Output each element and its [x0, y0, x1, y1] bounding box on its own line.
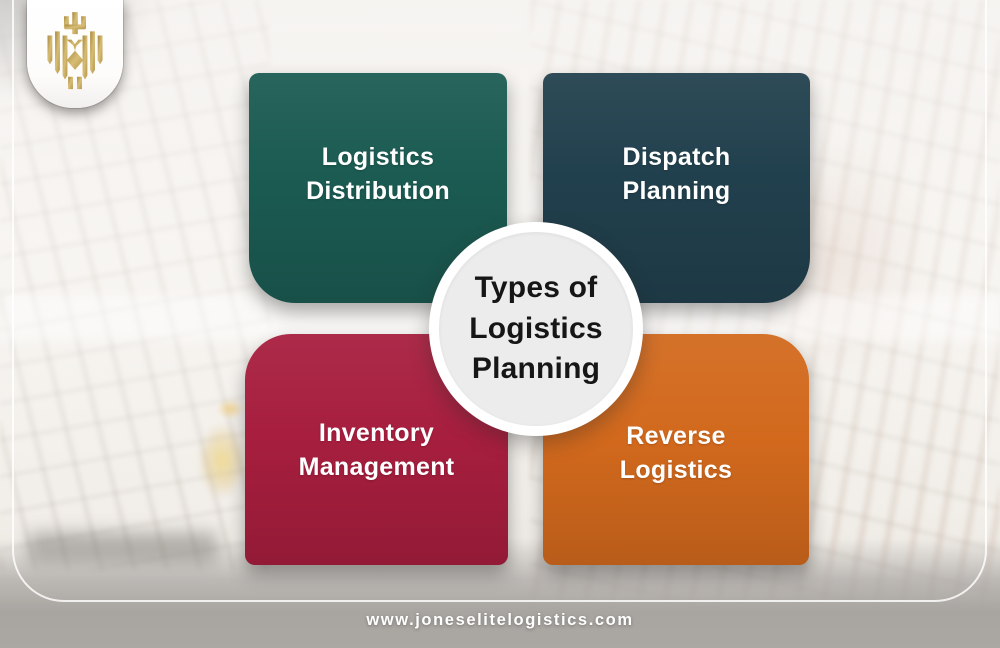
gold-crest-icon: [47, 12, 103, 90]
background-worker-helmet: [215, 398, 245, 420]
card-label: Logistics Distribution: [306, 140, 450, 208]
card-label-line: Logistics: [619, 455, 733, 484]
diagram-title-line: Types of: [474, 271, 598, 305]
center-circle: Types of Logistics Planning: [429, 222, 643, 436]
card-label-line: Management: [298, 452, 455, 481]
diagram-title: Types of Logistics Planning: [469, 268, 603, 390]
card-label: Dispatch Planning: [623, 140, 731, 208]
card-label-line: Dispatch: [622, 143, 731, 171]
card-label: Inventory Management: [299, 416, 455, 484]
website-url: www.joneselitelogistics.com: [366, 611, 634, 629]
card-label-line: Inventory: [318, 418, 435, 447]
card-label-line: Distribution: [306, 177, 450, 205]
card-label: Reverse Logistics: [620, 419, 732, 487]
card-label-line: Logistics: [321, 143, 435, 171]
center-circle-inner: Types of Logistics Planning: [439, 232, 633, 426]
brand-logo-badge: [27, 0, 123, 108]
background-shelf-shadow: [28, 532, 218, 566]
background-worker-vest: [196, 420, 248, 500]
diagram-title-line: Logistics: [469, 311, 603, 345]
diagram-title-line: Planning: [471, 352, 601, 386]
card-label-line: Planning: [622, 177, 731, 205]
card-label-line: Reverse: [626, 421, 726, 450]
